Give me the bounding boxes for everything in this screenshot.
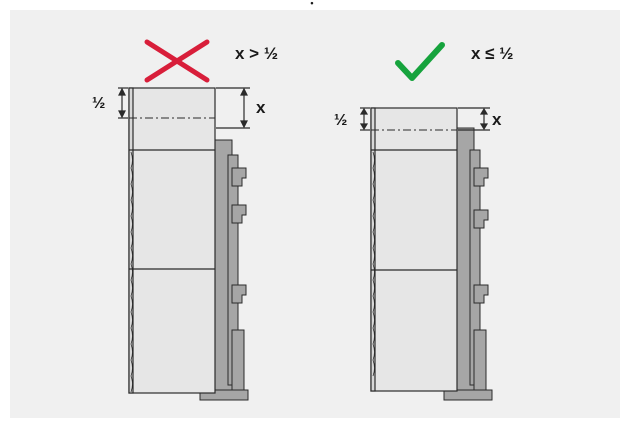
module-left-edge-ridge [130,295,133,313]
module-left-edge-ridge [130,231,133,249]
top-caption: • [310,0,313,8]
module-left-edge-ridge [130,215,133,233]
module-right-edge-ridge [372,167,375,185]
module-left-edge-ridge [130,247,133,265]
wrong-example: x > ½ ½ [92,39,278,401]
module-left-edge-ridge [130,263,133,281]
module-right-edge-ridge [372,279,375,297]
module-right-edge-ridge [372,247,375,265]
x-dimension-right [458,107,490,131]
module-left-edge-ridge [130,199,133,217]
module-left [128,87,216,394]
module-right-edge-ridge [372,359,375,377]
din-rail-right [443,127,493,401]
cross-icon [144,39,210,83]
module-left-edge-ridge [130,279,133,297]
module-right-edge-ridge [372,231,375,249]
module-left-edge-ridge [130,327,133,345]
module-right-edge-ridge [372,199,375,217]
module-left-edge-ridge [130,375,133,393]
right-condition-label: x ≤ ½ [471,44,513,63]
module-left-edge-ridge [130,167,133,185]
module-right-edge-ridge [372,327,375,345]
din-rail-left [199,139,249,401]
module-right-edge-ridge [372,343,375,361]
wrong-condition-label: x > ½ [235,44,278,63]
right-example: x ≤ ½ ½ [334,42,513,401]
module-left-edge-ridge [130,151,133,169]
x-label-left: x [256,98,266,117]
half-dimension-left [118,87,128,119]
checkmark-icon [395,42,445,81]
x-label-right: x [492,110,502,129]
module-right [370,107,458,392]
module-left-edge-ridge [130,359,133,377]
half-label-right: ½ [334,112,347,129]
module-right-edge-ridge [372,215,375,233]
module-left-edge-ridge [130,343,133,361]
module-left-edge-ridge [130,183,133,201]
half-label-left: ½ [92,95,105,112]
diagram-panel [10,10,620,418]
module-right-edge-ridge [372,311,375,329]
module-right-edge-ridge [372,183,375,201]
half-dimension-right [359,107,370,131]
module-right-edge-ridge [372,151,375,169]
module-right-edge-ridge [372,263,375,281]
module-right-edge-ridge [372,295,375,313]
x-dimension-left [216,87,250,129]
module-left-edge-ridge [130,311,133,329]
